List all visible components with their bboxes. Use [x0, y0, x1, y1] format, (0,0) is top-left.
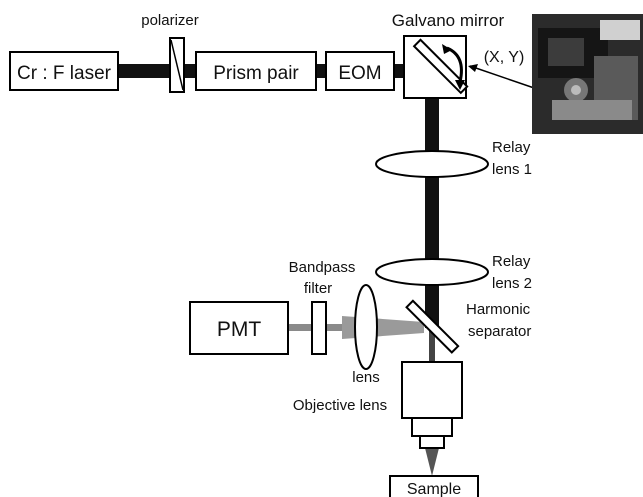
eom-box: EOM — [325, 51, 395, 91]
collection-lens: lens — [352, 284, 380, 386]
prism-pair-box: Prism pair — [195, 51, 317, 91]
prism-pair-label: Prism pair — [213, 63, 299, 84]
harmonic-separator: Harmonic separator — [405, 299, 531, 354]
objective-lens-label: Objective lens — [293, 397, 387, 414]
galvano-mirror-label: Galvano mirror — [392, 11, 505, 30]
pointer-arrow-head — [468, 64, 478, 72]
harmonic-separator-label-line1: Harmonic — [466, 301, 531, 318]
pointer-line — [469, 65, 541, 91]
beam-to-objective — [429, 328, 435, 362]
pmt-box: PMT — [189, 301, 289, 355]
rotation-arrow-head-top — [442, 44, 452, 54]
relay-lens-2-label-line2: lens 2 — [492, 275, 532, 292]
rotation-arrow-head-bottom — [455, 80, 465, 90]
focus-cone — [425, 448, 439, 476]
pmt-label: PMT — [217, 318, 262, 341]
bandpass-filter-label-line1: Bandpass — [289, 259, 356, 276]
relay-lens-1-label-line2: lens 1 — [492, 161, 532, 178]
relay-lens-1: Relay lens 1 — [375, 139, 532, 178]
laser-beam-vertical — [425, 78, 439, 328]
scan-axes-label: (X, Y) — [484, 49, 525, 66]
laser-label: Cr : F laser — [17, 63, 112, 84]
objective-lens: Objective lens — [293, 361, 463, 449]
polarizer-label: polarizer — [141, 12, 199, 29]
relay-lens-1-label-line1: Relay — [492, 139, 531, 156]
galvano-mirror: Galvano mirror — [392, 11, 505, 99]
sample-label: Sample — [407, 481, 461, 497]
relay-lens-2: Relay lens 2 — [375, 253, 532, 292]
sample-box: Sample — [389, 475, 479, 497]
bandpass-filter-label-line2: filter — [304, 280, 332, 297]
relay-lens-2-label-line1: Relay — [492, 253, 531, 270]
collection-lens-label: lens — [352, 369, 380, 386]
galvano-photo — [532, 14, 643, 134]
bandpass-filter: Bandpass filter — [289, 259, 356, 355]
eom-label: EOM — [338, 63, 381, 84]
harmonic-separator-label-line2: separator — [468, 323, 531, 340]
polarizer: polarizer — [141, 12, 199, 93]
laser-box: Cr : F laser — [9, 51, 119, 91]
